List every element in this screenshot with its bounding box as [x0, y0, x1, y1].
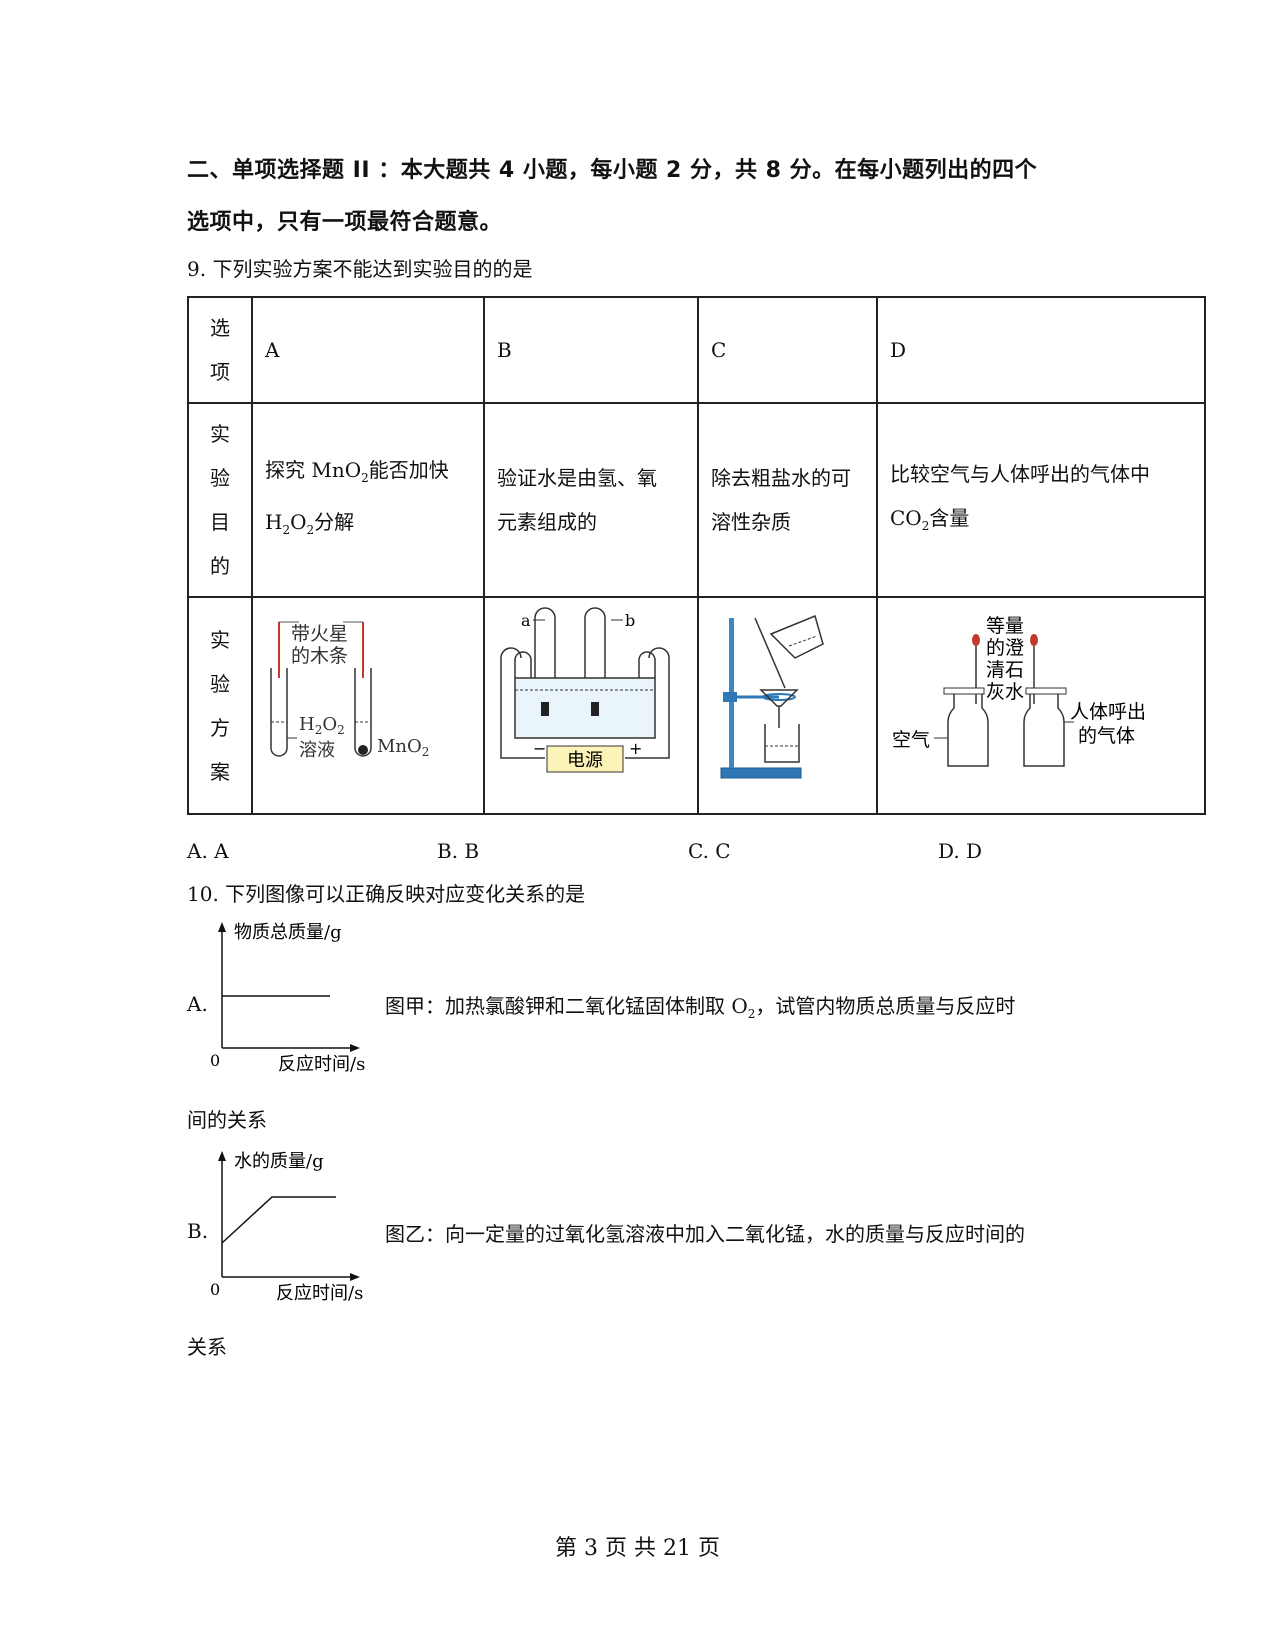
q10-option-b-letter[interactable]: B.: [187, 1219, 209, 1243]
graph-a-xlabel: 反应时间/s: [278, 1054, 365, 1075]
graph-b-ylabel: 水的质量/g: [234, 1151, 324, 1172]
col-header-b: B: [483, 296, 699, 404]
q10-a-caption: 图甲：加热氯酸钾和二氧化锰固体制取 O2，试管内物质总质量与反应时: [385, 994, 1016, 1021]
label-mno2: MnO2: [377, 736, 429, 759]
q10-b-caption: 图乙：向一定量的过氧化氢溶液中加入二氧化锰，水的质量与反应时间的: [385, 1222, 1025, 1246]
purpose-a: 探究 MnO2能否加快 H2O2分解: [251, 402, 485, 598]
q10-graph-a: 物质总质量/g 0 反应时间/s: [210, 922, 365, 1075]
label-exhaled-1: 人体呼出: [1070, 701, 1146, 723]
row-header-option: 选项: [187, 296, 253, 404]
label-a: a: [521, 611, 531, 630]
q9-table: 选项 A B C D 实验目的 探究 MnO2能否加快 H2O2分解 验证水是由…: [187, 296, 1206, 815]
table-row-scheme: 实验方案 带火星 的木条 H2O2 溶液 MnO2: [187, 596, 1206, 815]
q10-b-caption-cont: 关系: [187, 1335, 227, 1359]
diagram-c-cell: [697, 596, 878, 815]
graph-b-line: [221, 1196, 336, 1244]
q9-option-d[interactable]: D. D: [938, 839, 983, 863]
label-h2o2: H2O2: [299, 714, 345, 737]
diagram-b-cell: a b 电源 − +: [483, 596, 699, 815]
graph-a-origin: 0: [210, 1051, 220, 1070]
diagram-c-filtration: [720, 614, 824, 779]
graph-b-xlabel: 反应时间/s: [276, 1283, 363, 1304]
label-power: 电源: [567, 750, 603, 771]
label-splint-1: 带火星: [291, 623, 348, 645]
purpose-d: 比较空气与人体呼出的气体中 CO2含量: [876, 402, 1206, 598]
diagram-d-cell: 等量 的澄 清石 灰水 空气 人体呼出 的气体: [876, 596, 1206, 815]
label-splint-2: 的木条: [291, 645, 348, 667]
page-footer: 第 3 页 共 21 页: [555, 1536, 720, 1561]
graph-b-origin: 0: [210, 1280, 220, 1299]
q9-stem: 9. 下列实验方案不能达到实验目的的是: [187, 257, 533, 281]
col-header-d: D: [876, 296, 1206, 404]
section-title-line2: 选项中，只有一项最符合题意。: [187, 210, 503, 235]
label-minus: −: [533, 739, 546, 758]
row-header-scheme: 实验方案: [187, 596, 253, 815]
graph-a-ylabel: 物质总质量/g: [234, 922, 342, 943]
label-equal-3: 清石: [986, 659, 1024, 681]
q9-option-a[interactable]: A. A: [187, 839, 229, 863]
purpose-c: 除去粗盐水的可溶性杂质: [697, 402, 878, 598]
label-exhaled-2: 的气体: [1078, 725, 1135, 747]
col-header-a: A: [251, 296, 485, 404]
label-solution: 溶液: [299, 740, 335, 761]
diagram-a-test-tubes: 带火星 的木条 H2O2 溶液 MnO2: [270, 621, 429, 761]
q10-option-a-letter[interactable]: A.: [187, 992, 208, 1016]
diagram-b-electrolysis: a b 电源 − +: [500, 607, 670, 773]
label-b: b: [625, 611, 635, 630]
label-equal-2: 的澄: [986, 637, 1024, 659]
label-air: 空气: [892, 729, 930, 751]
q10-stem: 10. 下列图像可以正确反映对应变化关系的是: [187, 882, 586, 906]
q10-a-caption-cont: 间的关系: [187, 1108, 267, 1132]
section-title-line1: 二、单项选择题 II ：本大题共 4 小题，每小题 2 分，共 8 分。在每小题…: [187, 158, 1038, 183]
label-equal-1: 等量: [986, 615, 1024, 637]
col-header-c: C: [697, 296, 878, 404]
table-row-purpose: 实验目的 探究 MnO2能否加快 H2O2分解 验证水是由氢、氧元素组成的 除去…: [187, 402, 1206, 598]
table-row-options: 选项 A B C D: [187, 296, 1206, 404]
row-header-purpose: 实验目的: [187, 402, 253, 598]
label-plus: +: [629, 739, 642, 758]
purpose-b: 验证水是由氢、氧元素组成的: [483, 402, 699, 598]
q10-graph-b: 水的质量/g 0 反应时间/s: [210, 1151, 363, 1304]
label-equal-4: 灰水: [986, 681, 1024, 703]
diagram-d-gas-bottles: 等量 的澄 清石 灰水 空气 人体呼出 的气体: [892, 615, 1146, 767]
q9-option-b[interactable]: B. B: [437, 839, 480, 863]
diagram-a-cell: 带火星 的木条 H2O2 溶液 MnO2: [251, 596, 485, 815]
q9-option-c[interactable]: C. C: [688, 839, 731, 863]
